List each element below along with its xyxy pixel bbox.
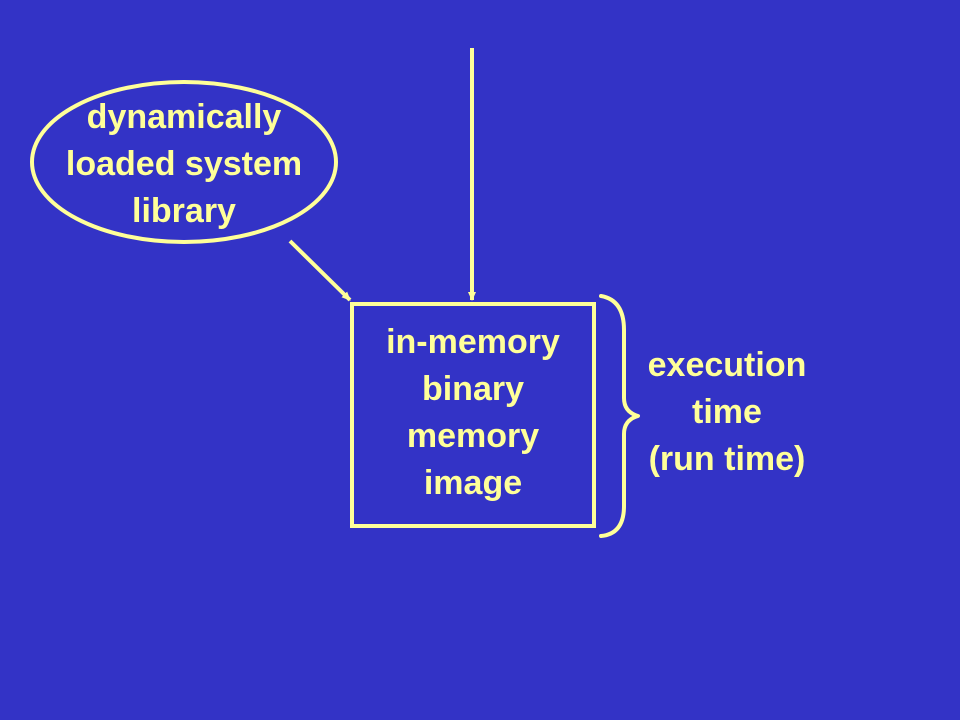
- library-node-label: dynamically loaded system library: [32, 94, 336, 235]
- image-node-label: in-memory binary memory image: [352, 319, 594, 507]
- execution-time-line-2: time: [692, 393, 762, 431]
- image-node-line-1: in-memory: [386, 323, 560, 361]
- image-node-line-3: memory: [406, 417, 540, 455]
- library-node-line-1: dynamically: [86, 98, 282, 136]
- execution-time-line-1: execution: [647, 346, 807, 384]
- library-to-image-arrow: [288, 239, 352, 302]
- library-node-line-2: loaded system: [65, 145, 303, 183]
- image-node-line-2: binary: [421, 370, 525, 408]
- library-node-ellipse: [30, 80, 338, 244]
- execution-time-label: execution time (run time): [612, 342, 842, 483]
- image-node-line-4: image: [423, 464, 523, 502]
- execution-time-line-3: (run time): [648, 440, 806, 478]
- execution-time-brace: [599, 294, 640, 538]
- library-node-line-3: library: [132, 192, 236, 230]
- image-node-box: [350, 302, 596, 528]
